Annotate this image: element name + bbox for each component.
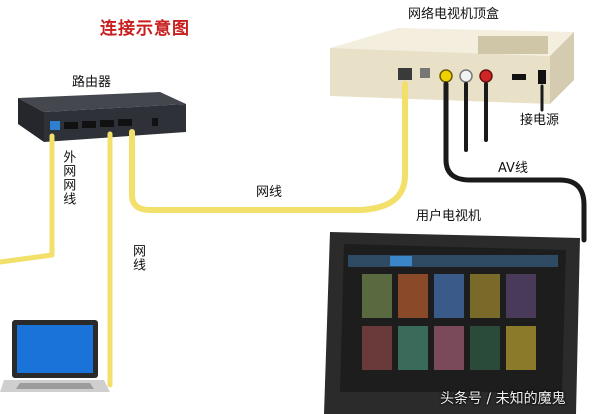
label-av-cable: AV线 — [498, 161, 528, 176]
label-external-cable: 外网网线 — [60, 150, 76, 206]
external-cable — [0, 133, 55, 265]
label-user-tv: 用户电视机 — [416, 209, 482, 224]
laptop-screen — [17, 325, 93, 373]
label-router: 路由器 — [72, 75, 112, 90]
stb-av-yellow — [439, 69, 453, 83]
watermark: 头条号 / 未知的魔鬼 — [440, 391, 566, 407]
av-cable — [443, 81, 587, 243]
tv-poster-grid — [362, 274, 536, 370]
stb-lan-port — [398, 68, 412, 80]
stb-av-white — [459, 69, 473, 83]
network-cable-tv — [129, 81, 408, 213]
stb-av-red — [479, 69, 493, 83]
tv-device — [324, 232, 580, 414]
label-power: 接电源 — [520, 113, 560, 128]
set-top-box-device — [330, 28, 574, 104]
label-network-cable-side: 网线 — [130, 244, 145, 272]
cables — [0, 81, 587, 388]
router-wan-port — [50, 121, 60, 130]
router-device — [18, 92, 186, 142]
stb-power-port — [538, 70, 546, 84]
laptop-device — [0, 320, 110, 392]
label-set-top-box: 网络电视机顶盒 — [408, 7, 500, 22]
label-network-cable-top: 网线 — [256, 185, 283, 200]
diagram-title: 连接示意图 — [100, 19, 190, 39]
